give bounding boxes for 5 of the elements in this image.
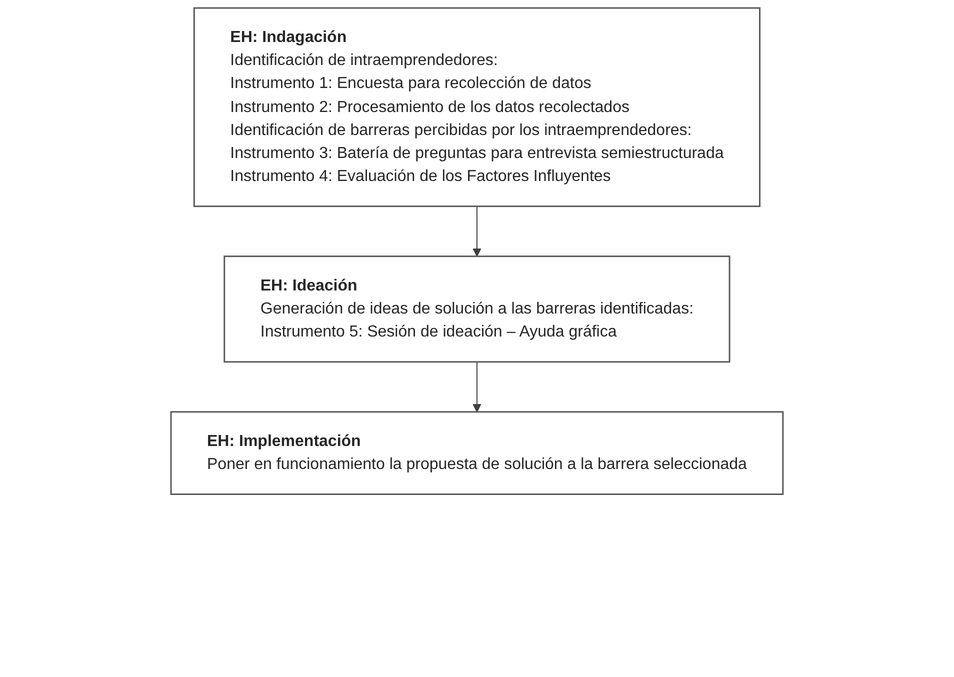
node-box (193, 7, 761, 208)
arrow (472, 206, 482, 257)
node-box (170, 411, 784, 495)
node-box (224, 256, 730, 363)
arrow (472, 361, 482, 412)
